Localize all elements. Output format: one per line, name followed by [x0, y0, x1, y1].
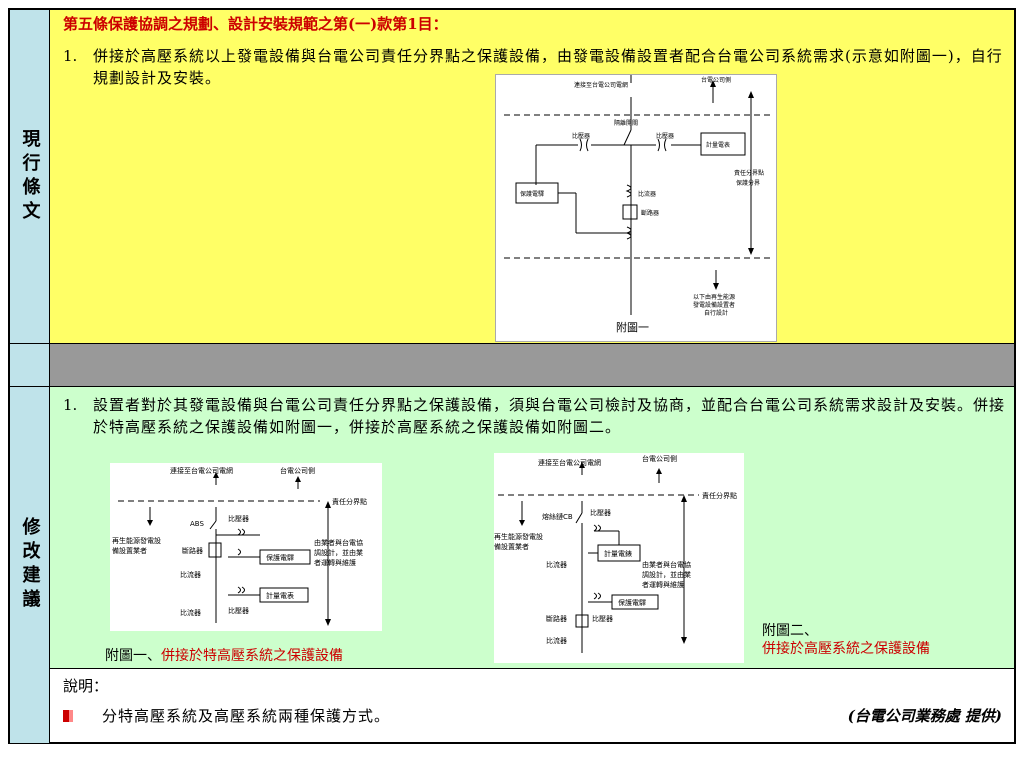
proposed-fig2-boundary: 責任分界點	[702, 491, 737, 500]
proposed-fig1-right-note-3: 者運轉與維護	[314, 558, 356, 567]
proposed-text-cell: 1. 設置者對於其發電設備與台電公司責任分界點之保護設備，須與台電公司檢討及協商…	[50, 387, 1014, 668]
proposed-fig1-breaker: 斷路器	[182, 546, 203, 555]
note-cell: 說明： 分特高壓系統及高壓系統兩種保護方式。 (台電公司業務處 提供)	[50, 669, 1014, 742]
proposed-fig2-caption-2: 併接於高壓系統之保護設備	[762, 641, 930, 657]
proposed-fig2-pt2: 比壓器	[592, 614, 613, 623]
proposed-fig1-right-note-1: 由業者與台電協	[314, 538, 363, 547]
current-item-num: 1.	[63, 47, 78, 65]
current-fig-ct2-text: 比壓器	[656, 132, 674, 140]
current-side-label: 現行條文	[19, 129, 41, 225]
current-fig-ct3-text: 比流器	[638, 190, 656, 198]
note-provider: (台電公司業務處 提供)	[847, 707, 1002, 725]
proposed-fig1-left-note-2: 備設置業者	[112, 546, 147, 555]
current-fig-relay-text: 保護電驛	[520, 190, 544, 198]
proposed-fig1-right-note-2: 調設計，並由業	[314, 548, 363, 557]
proposed-fig2-meter: 計量電錶	[604, 549, 632, 558]
proposed-fig2-right-note-3: 者運轉與維護	[642, 580, 684, 589]
proposed-fig1-pt2: 比壓器	[228, 606, 249, 615]
proposed-fig1-caption-red: 併接於特高壓系統之保護設備	[161, 648, 343, 664]
proposed-fig2-top-right: 台電公司側	[642, 454, 677, 463]
current-item-text: 併接於高壓系統以上發電設備與台電公司責任分界點之保護設備，由發電設備設置者配合台…	[93, 47, 1003, 87]
current-fig-ct1-text: 比壓器	[572, 132, 590, 140]
proposed-fig2-relay: 保護電驛	[618, 598, 646, 607]
proposed-fig2-ct1: 比流器	[546, 560, 567, 569]
proposed-fig1-top-left: 連接至台電公司電網	[170, 466, 233, 475]
proposed-fig1-top-right: 台電公司側	[280, 466, 315, 475]
current-fig-meter-text: 計量電表	[706, 141, 730, 149]
proposed-fig1-caption: 附圖一、併接於特高壓系統之保護設備	[105, 647, 343, 665]
current-fig-switch-text: 隔離開關	[614, 119, 638, 127]
proposed-fig1-ct1: 比流器	[180, 570, 201, 579]
current-fig-bottom-note-3: 自行設計	[704, 309, 728, 317]
table-frame	[8, 8, 1016, 744]
proposed-figure-1-diagram: 連接至台電公司電網 台電公司側 責任分界點 ABS 比壓器 斷路器 再生能源發電…	[112, 466, 367, 626]
proposed-figure-2: 連接至台電公司電網 台電公司側 責任分界點 熔絲鏈CB 比壓器 再生能源發電設 …	[494, 453, 744, 663]
gray-side-cell	[10, 344, 50, 386]
proposed-item-text: 設置者對於其發電設備與台電公司責任分界點之保護設備，須與台電公司檢討及協商，並配…	[93, 396, 1006, 436]
current-fig-breaker-text: 斷路器	[641, 209, 659, 217]
proposed-fig1-caption-prefix: 附圖一、	[105, 648, 161, 664]
proposed-fig1-relay: 保護電驛	[266, 553, 294, 562]
proposed-fig2-ct2: 比流器	[546, 636, 567, 645]
proposed-side-cell: 修改建議	[10, 387, 50, 743]
current-side-cell: 現行條文	[10, 10, 50, 344]
proposed-figure-1: 連接至台電公司電網 台電公司側 責任分界點 ABS 比壓器 斷路器 再生能源發電…	[110, 463, 382, 631]
proposed-fig1-left-note-1: 再生能源發電設	[112, 536, 161, 545]
gray-band	[50, 344, 1014, 386]
current-fig-bottom-note-2: 發電設備設置者	[693, 301, 735, 309]
current-fig-right-note-1: 責任分界點	[734, 169, 764, 177]
proposed-fig2-right-note-1: 由業者與台電協	[642, 560, 691, 569]
proposed-fig2-pt1: 比壓器	[590, 508, 611, 517]
proposed-fig1-pt1: 比壓器	[228, 514, 249, 523]
proposed-fig2-left-note-2: 備設置業者	[494, 542, 529, 551]
current-figure-caption: 附圖一	[616, 320, 649, 334]
current-fig-top-left-text: 連接至台電公司電網	[574, 81, 628, 89]
current-text-cell: 第五條保護協調之規劃、設計安裝規範之第(一)款第1目： 1. 併接於高壓系統以上…	[50, 10, 1014, 344]
current-fig-bottom-note-1: 以下由再生能源	[693, 293, 735, 301]
current-figure: 連接至台電公司電網 台電公司側 隔離開關 比壓器 比壓器 計量電表 保護電驛 比…	[495, 74, 777, 342]
divider-line	[50, 668, 1014, 669]
proposed-fig2-breaker: 斷路器	[546, 614, 567, 623]
note-label: 說明：	[63, 677, 109, 695]
divider-line	[10, 343, 1014, 344]
proposed-fig1-boundary: 責任分界點	[332, 497, 367, 506]
current-fig-top-right-text: 台電公司側	[701, 76, 731, 84]
proposed-fig2-cb: 熔絲鏈CB	[542, 512, 573, 521]
bullet-icon	[63, 710, 73, 722]
proposed-figure-2-diagram: 連接至台電公司電網 台電公司側 責任分界點 熔絲鏈CB 比壓器 再生能源發電設 …	[494, 454, 737, 653]
note-bullet-text: 分特高壓系統及高壓系統兩種保護方式。	[102, 707, 391, 725]
proposed-fig2-left-note-1: 再生能源發電設	[494, 532, 543, 541]
current-fig-right-note-2: 保護分界	[736, 179, 760, 187]
proposed-fig1-ct2: 比流器	[180, 608, 201, 617]
current-heading: 第五條保護協調之規劃、設計安裝規範之第(一)款第1目：	[63, 15, 448, 33]
proposed-side-label: 修改建議	[19, 517, 41, 613]
proposed-fig2-top-left: 連接至台電公司電網	[538, 458, 601, 467]
proposed-fig2-right-note-2: 調設計，並由業	[642, 570, 691, 579]
proposed-fig2-caption-1: 附圖二、	[762, 623, 818, 639]
proposed-item-num: 1.	[63, 396, 78, 414]
current-figure-diagram: 連接至台電公司電網 台電公司側 隔離開關 比壓器 比壓器 計量電表 保護電驛 比…	[504, 75, 774, 334]
proposed-fig1-meter: 計量電表	[266, 591, 294, 600]
proposed-fig1-abs: ABS	[190, 520, 204, 528]
divider-line	[10, 386, 1014, 387]
